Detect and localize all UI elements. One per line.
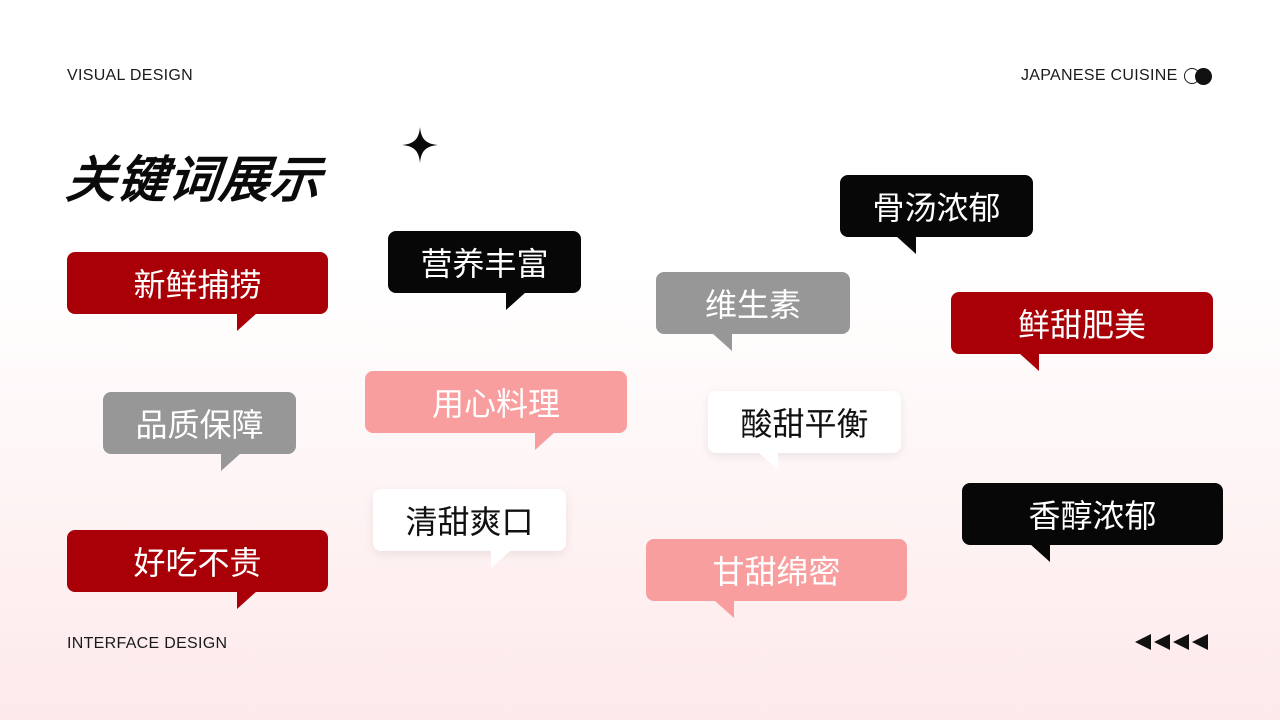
keyword-text: 清甜爽口 [405, 503, 534, 541]
triple-left-arrows-icon [1135, 634, 1208, 650]
keyword-bubble: 甘甜绵密 [646, 539, 907, 618]
bubble-tail [896, 236, 916, 254]
keyword-text: 新鲜捕捞 [133, 266, 262, 304]
keyword-bubble: 好吃不贵 [67, 530, 328, 609]
four-point-star-icon [402, 127, 438, 163]
keyword-bubble: 新鲜捕捞 [67, 252, 328, 331]
keyword-text: 鲜甜肥美 [1017, 306, 1146, 344]
keyword-text: 好吃不贵 [133, 544, 262, 582]
keyword-bubble: 清甜爽口 [373, 489, 566, 568]
bubble-tail [714, 600, 734, 618]
keyword-bubble: 鲜甜肥美 [951, 292, 1213, 371]
bubble-tail [712, 333, 732, 351]
keyword-text: 品质保障 [135, 406, 264, 444]
bubble-tail [491, 550, 511, 568]
keyword-text: 香醇浓郁 [1028, 497, 1157, 535]
footer-left-label: INTERFACE DESIGN [67, 635, 228, 652]
keyword-text: 酸甜平衡 [740, 405, 869, 443]
bubble-tail [1030, 544, 1050, 562]
bubble-tail [237, 313, 257, 331]
bubble-tail [237, 591, 257, 609]
header-right-label: JAPANESE CUISINE [1021, 67, 1178, 84]
keyword-bubble: 维生素 [656, 272, 850, 351]
bubble-tail [506, 292, 526, 310]
bubble-tail [1019, 353, 1039, 371]
keyword-text: 骨汤浓郁 [872, 189, 1001, 227]
keyword-text: 营养丰富 [420, 245, 549, 283]
header-left-label: VISUAL DESIGN [67, 67, 194, 84]
page-title: 关键词展示 [63, 151, 325, 209]
bubble-tail [221, 453, 241, 471]
overlapping-circles-icon [1184, 67, 1214, 85]
keyword-bubble: 香醇浓郁 [962, 483, 1223, 562]
keyword-text: 维生素 [704, 286, 801, 324]
keyword-bubble: 用心料理 [365, 371, 627, 450]
bubble-tail [758, 452, 778, 470]
keyword-bubble: 品质保障 [103, 392, 296, 471]
keyword-bubble: 营养丰富 [388, 231, 581, 310]
keyword-bubble: 酸甜平衡 [708, 391, 901, 470]
bubble-tail [535, 432, 555, 450]
keyword-text: 用心料理 [431, 385, 560, 423]
keyword-bubble: 骨汤浓郁 [840, 175, 1033, 254]
keyword-text: 甘甜绵密 [712, 553, 841, 591]
